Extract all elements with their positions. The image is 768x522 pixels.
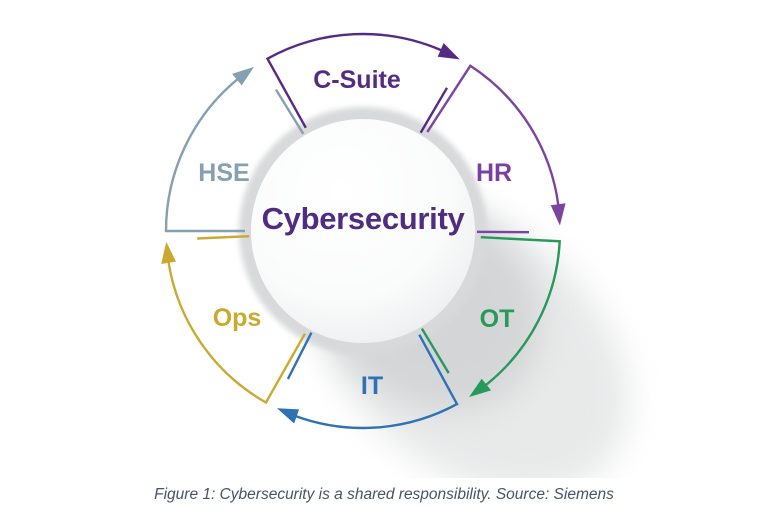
figure-caption-text: Figure 1: Cybersecurity is a shared resp…: [154, 486, 614, 503]
segment-hr: HR: [426, 64, 566, 234]
center-label: Cybersecurity: [262, 201, 466, 236]
it-label: IT: [361, 372, 383, 400]
ot-label: OT: [480, 305, 515, 333]
segment-ops: Ops: [161, 235, 306, 405]
figure-caption: Figure 1: Cybersecurity is a shared resp…: [0, 486, 768, 504]
segment-csuite: C-Suite: [265, 32, 460, 134]
csuite-arrowhead-icon: [437, 43, 460, 60]
hse-label: HSE: [198, 159, 249, 187]
segment-ot: OT: [420, 236, 561, 397]
csuite-arc-arrow: [265, 32, 443, 129]
ops-arrowhead-icon: [161, 241, 176, 264]
csuite-end-tick: [419, 87, 449, 134]
hr-arc-arrow: [426, 64, 560, 206]
hse-arc-arrow: [164, 77, 245, 233]
it-end-tick: [286, 332, 313, 380]
segment-hse: HSE: [164, 66, 305, 233]
it-arc-arrow: [294, 334, 459, 430]
segment-it: IT: [277, 332, 459, 430]
ot-arrowhead-icon: [469, 378, 492, 397]
hr-arrowhead-icon: [550, 203, 566, 226]
csuite-label: C-Suite: [313, 66, 401, 94]
ot-end-tick: [420, 327, 450, 374]
ot-arc-arrow: [480, 236, 561, 387]
hr-label: HR: [476, 159, 512, 187]
center-circle: [251, 119, 475, 343]
it-arrowhead-icon: [277, 408, 300, 424]
hse-arrowhead-icon: [232, 66, 254, 86]
ops-end-tick: [197, 235, 250, 240]
hse-end-tick: [274, 88, 305, 135]
ops-arc-arrow: [167, 261, 306, 405]
ops-label: Ops: [213, 304, 262, 332]
